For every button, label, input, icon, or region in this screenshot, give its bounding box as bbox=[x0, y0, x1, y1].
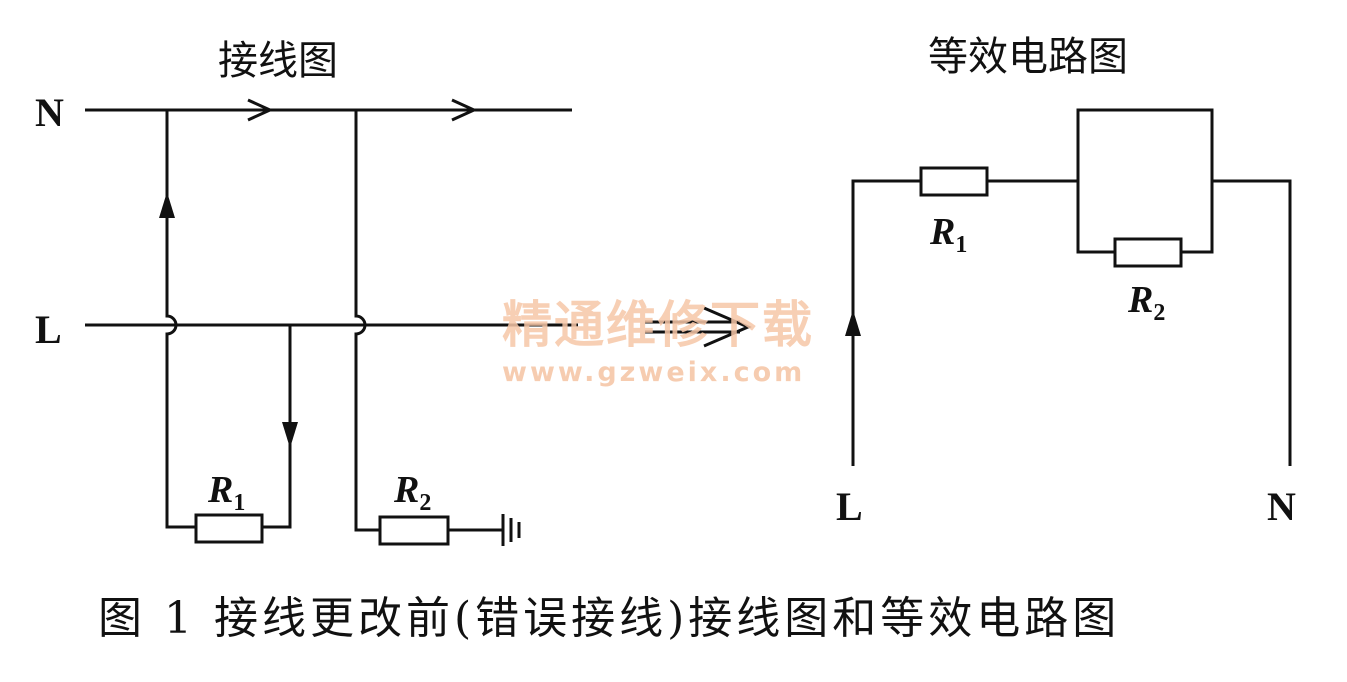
left-up-arrow bbox=[159, 192, 175, 218]
left-n-arrow-2 bbox=[451, 98, 478, 122]
right-terminal-l: L bbox=[836, 484, 863, 529]
left-resistor-r1 bbox=[194, 513, 264, 544]
left-wire-r2 bbox=[354, 110, 380, 532]
left-wire-r1-return bbox=[165, 110, 196, 529]
figure-caption: 图 1 接线更改前(错误接线)接线图和等效电路图 bbox=[98, 593, 1120, 644]
right-wire-to-r2-left bbox=[1076, 181, 1115, 254]
right-up-arrow bbox=[845, 310, 861, 336]
right-short-branch bbox=[1076, 108, 1214, 181]
right-resistor-r2 bbox=[1113, 237, 1183, 268]
left-resistor-r2 bbox=[378, 515, 450, 546]
left-wire-l-to-r1 bbox=[262, 325, 292, 529]
left-down-arrow bbox=[282, 422, 298, 448]
left-n-arrow-1 bbox=[247, 98, 274, 122]
left-r2-label: R2 bbox=[393, 469, 431, 516]
right-diagram-title: 等效电路图 bbox=[928, 34, 1128, 80]
right-r2-label: R2 bbox=[1127, 279, 1165, 326]
watermark-url: www.gzweix.com bbox=[502, 357, 805, 388]
right-wire-from-r2-right bbox=[1181, 181, 1214, 254]
right-resistor-r1 bbox=[919, 166, 989, 197]
left-r1-label: R1 bbox=[207, 469, 245, 516]
ground-icon bbox=[501, 514, 521, 546]
transform-double-arrow-icon bbox=[645, 306, 752, 348]
left-diagram-title: 接线图 bbox=[218, 38, 338, 84]
right-wire-l bbox=[851, 179, 921, 466]
right-terminal-n: N bbox=[1267, 484, 1296, 529]
left-terminal-n: N bbox=[35, 90, 64, 135]
watermark-name: 精通维修下载 bbox=[502, 296, 814, 354]
left-terminal-l: L bbox=[35, 307, 62, 352]
right-wire-n bbox=[1212, 179, 1292, 466]
right-r1-label: R1 bbox=[929, 211, 967, 258]
